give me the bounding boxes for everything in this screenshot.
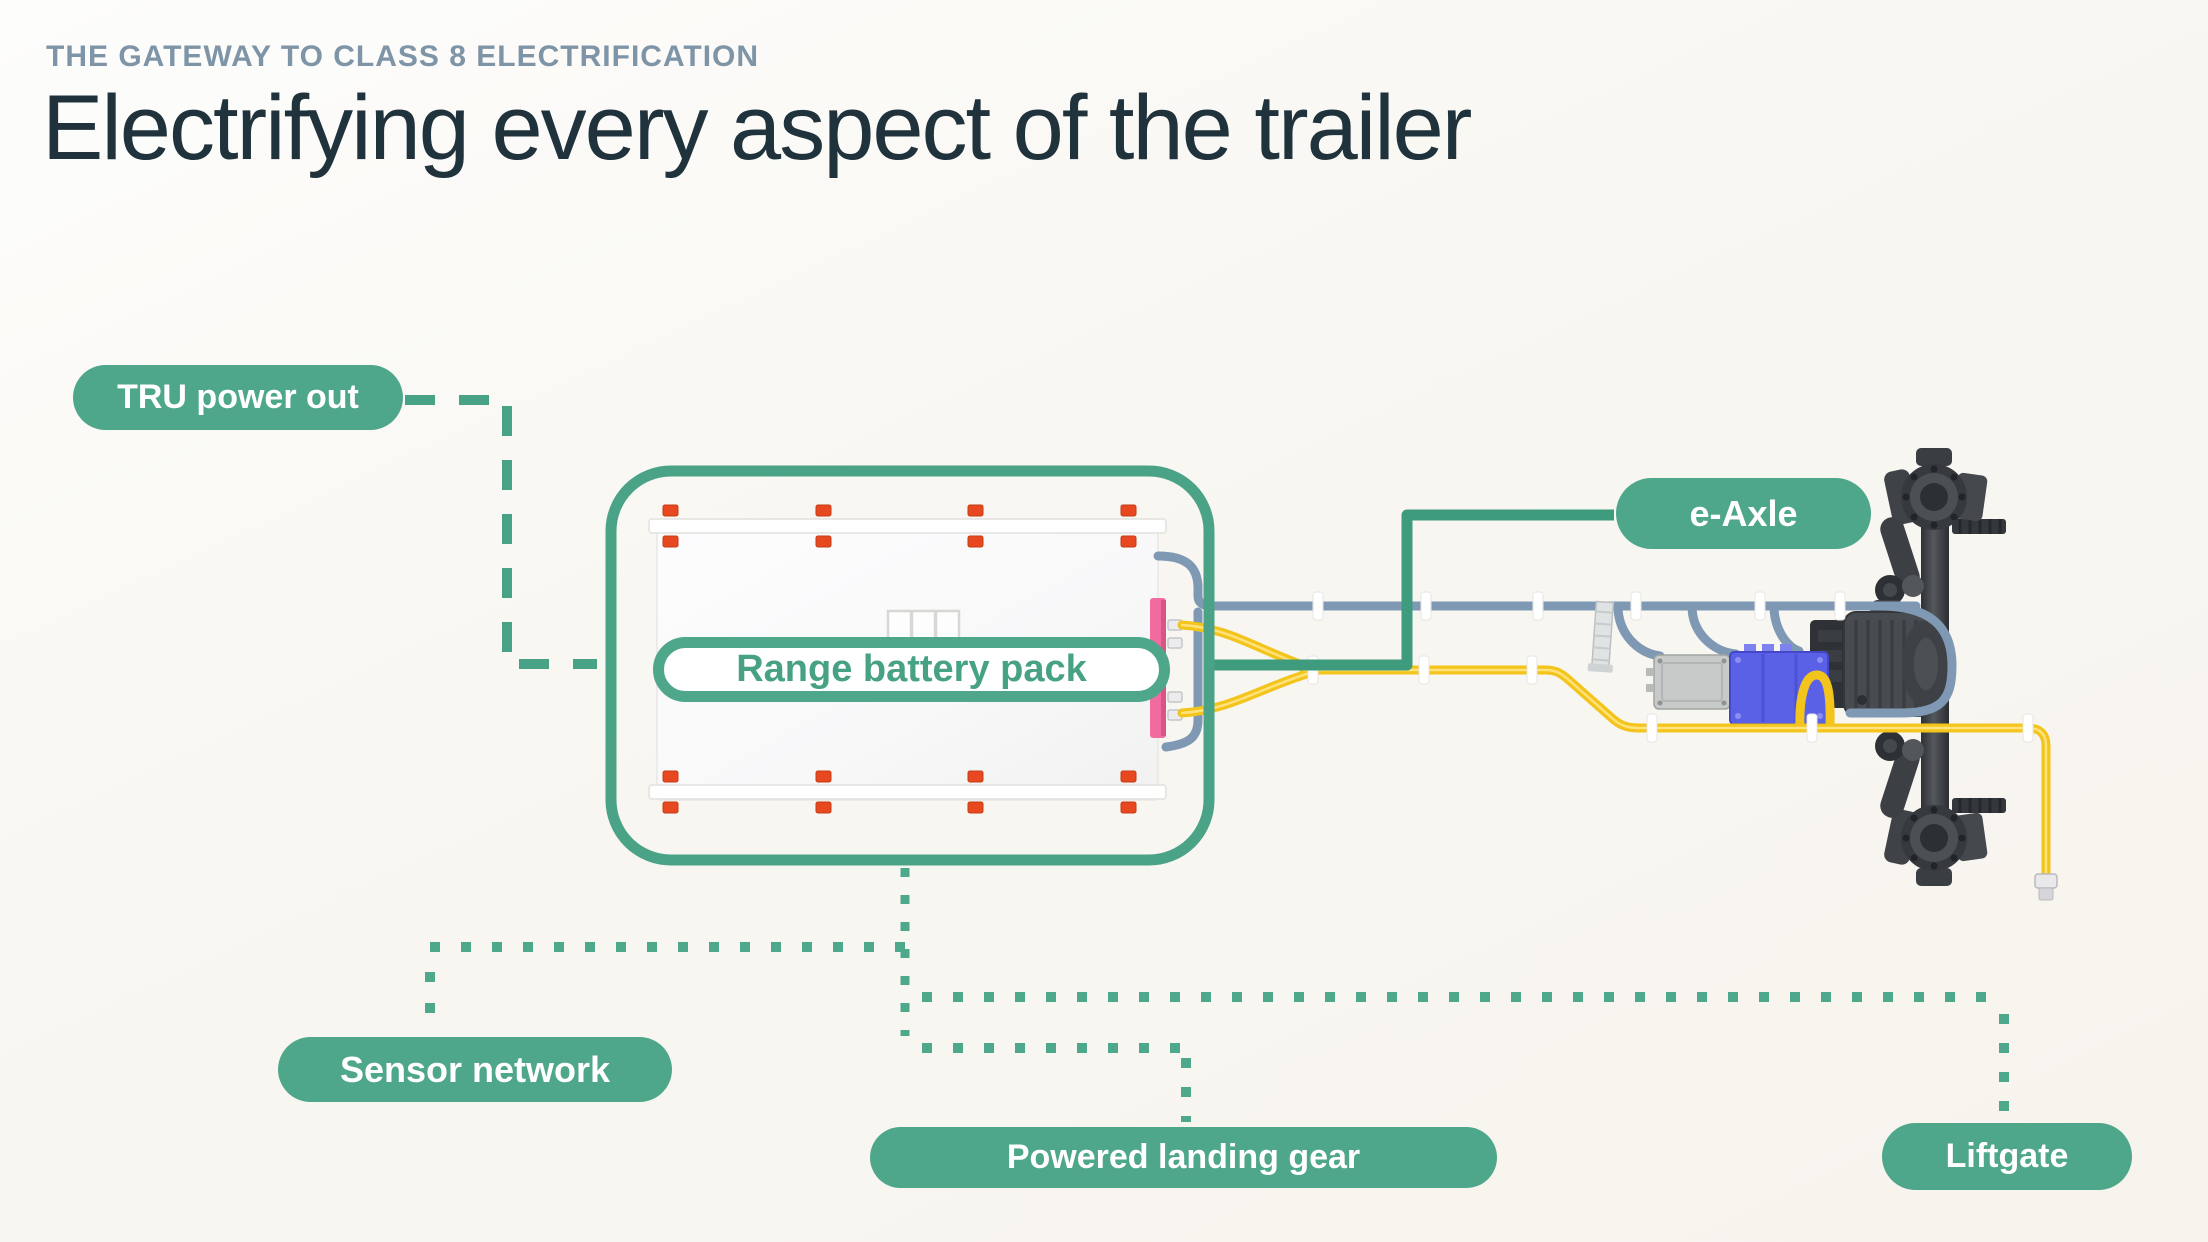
battery-container-outline (605, 465, 1215, 866)
cable-clips (1307, 591, 2034, 743)
e-axle-motor (1810, 600, 1950, 717)
page-kicker: THE GATEWAY TO CLASS 8 ELECTRIFICATION (46, 40, 760, 73)
label-e-axle: e-Axle (1616, 478, 1871, 549)
connector-dotted-network (425, 868, 2009, 1122)
e-axle-assembly (1810, 448, 2006, 886)
label-liftgate: Liftgate (1882, 1123, 2132, 1190)
label-sensor-network: Sensor network (278, 1037, 672, 1102)
inverter-box (1729, 644, 1829, 725)
liftgate-cable-connector (2034, 873, 2058, 901)
label-range-battery-pack: Range battery pack (653, 637, 1170, 702)
sensor-bracket (1587, 600, 1615, 673)
wheel-end-top (1884, 448, 1988, 530)
connector-line-eaxle (1209, 509, 1614, 671)
battery-clips (662, 504, 1137, 814)
junction-box (1646, 654, 1731, 710)
wheel-end-bottom (1884, 805, 1988, 886)
label-tru-power-out: TRU power out (73, 365, 403, 430)
label-powered-landing-gear: Powered landing gear (870, 1127, 1497, 1188)
page-title: Electrifying every aspect of the trailer (42, 77, 1472, 179)
connector-dashed-tru (405, 395, 597, 669)
